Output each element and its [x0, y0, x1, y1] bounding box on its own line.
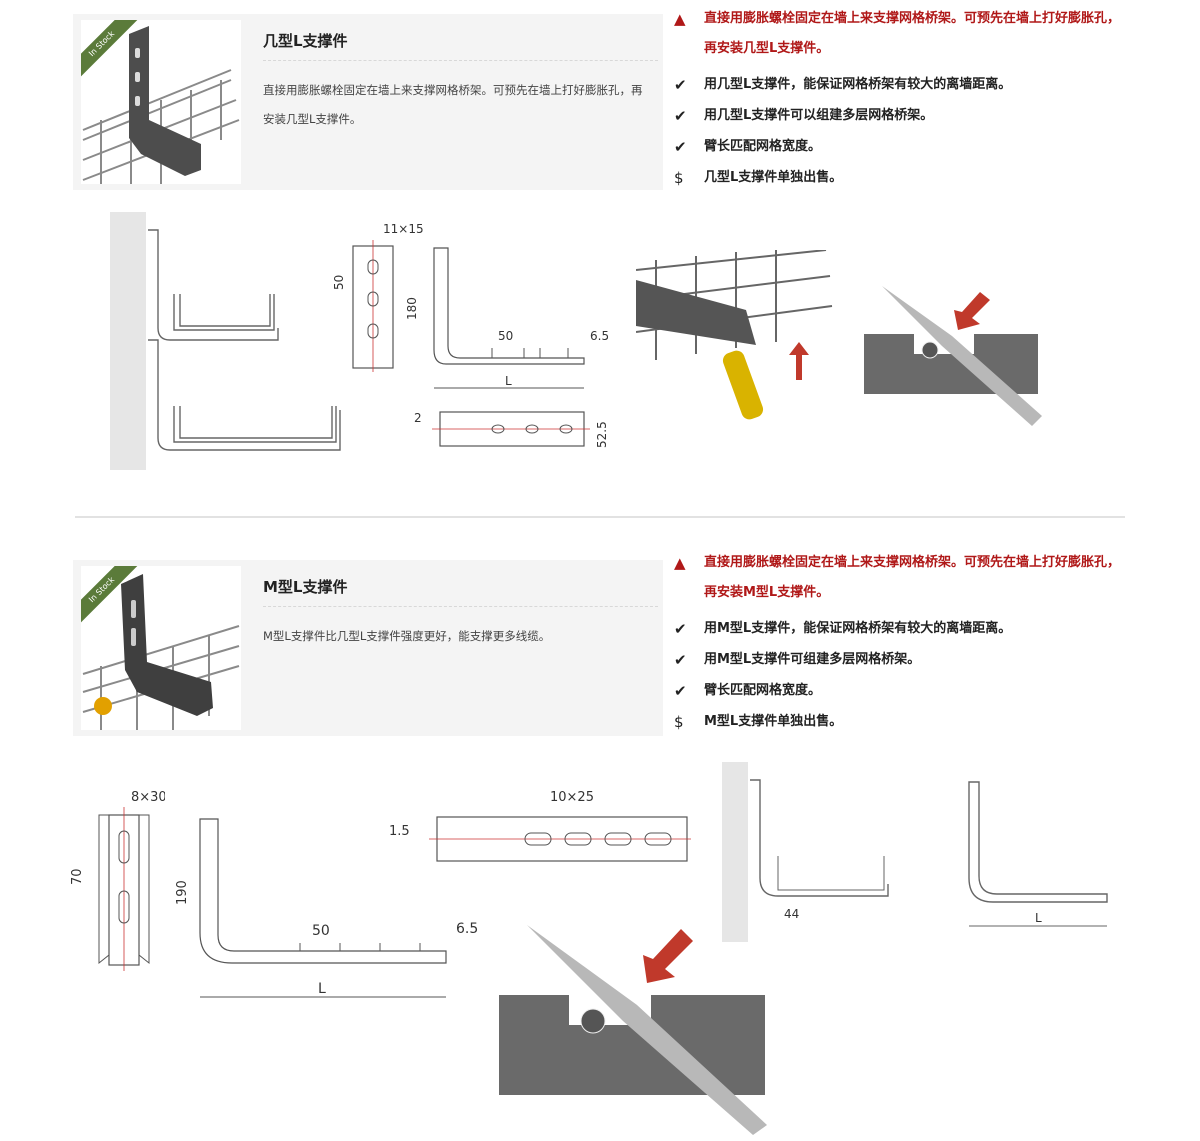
product-description: M型L支撑件比几型L支撑件强度更好，能支撑更多线缆。 [263, 629, 551, 643]
dim-seg-label: 50 [498, 329, 513, 343]
feature-item: $ M型L支撑件单独出售。 [674, 713, 843, 731]
product-photo[interactable]: In Stock [81, 566, 241, 730]
side-view-drawing: 190 50 6.5 L [175, 818, 478, 998]
warning-icon: ▲ [674, 10, 686, 28]
check-icon: ✔ [674, 76, 687, 94]
dim-end-label: 6.5 [590, 329, 609, 343]
title-divider [263, 606, 658, 607]
feature-item: $ 几型L支撑件单独出售。 [674, 169, 843, 187]
dim-pitch-label: 70 [70, 868, 85, 885]
bolt-insert-illustration [864, 286, 1042, 426]
title-divider [263, 60, 658, 61]
feature-item: ✔ 用几型L支撑件可以组建多层网格桥架。 [674, 107, 934, 125]
dim-length-label: L [318, 981, 326, 997]
dim-height-label: 180 [405, 297, 419, 320]
top-view-drawing: 10×25 1.5 [389, 790, 691, 862]
dim-thick-label: 1.5 [389, 824, 410, 839]
warning-icon: ▲ [674, 554, 686, 572]
side-view-drawing: 180 50 6.5 L [405, 247, 609, 389]
feature-item: ✔ 用几型L支撑件，能保证网格桥架有较大的离墙距离。 [674, 76, 1012, 94]
check-icon: ✔ [674, 107, 687, 125]
product-description: 直接用膨胀螺栓固定在墙上来支撑网格桥架。可预先在墙上打好膨胀孔，再安装几型L支撑… [263, 83, 643, 126]
dollar-icon: $ [674, 713, 684, 731]
product-card: In Stock 几型L支撑件 直接用膨胀螺栓固定在墙上来支撑网格桥架。可预先在… [73, 14, 663, 190]
arrow-up-icon [789, 342, 809, 380]
dim-height-label: 190 [175, 880, 190, 905]
feature-item: ✔ 臂长匹配网格宽度。 [674, 682, 822, 700]
check-icon: ✔ [674, 682, 687, 700]
product-title: M型L支撑件 [263, 578, 348, 596]
dim-end-label: 6.5 [456, 921, 478, 937]
feature-item: ▲ 直接用膨胀螺栓固定在墙上来支撑网格桥架。可预先在墙上打好膨胀孔，再安装M型L… [672, 548, 1132, 608]
dim-pitch-label: 50 [332, 275, 346, 290]
dim-width-label: 52.5 [595, 421, 609, 448]
product-photo[interactable]: In Stock [81, 20, 241, 184]
dim-slot-label: 11×15 [383, 222, 424, 236]
plain-side-drawing: L [968, 781, 1108, 927]
feature-item: ✔ 用M型L支撑件可组建多层网格桥架。 [674, 651, 921, 669]
check-icon: ✔ [674, 138, 687, 156]
front-view-drawing: 11×15 50 [332, 222, 424, 372]
feature-item: ▲ 直接用膨胀螺栓固定在墙上来支撑网格桥架。可预先在墙上打好膨胀孔，再安装几型L… [672, 4, 1132, 64]
section-divider [75, 516, 1125, 518]
dim-slot2-label: 10×25 [550, 790, 594, 805]
arrow-down-left-icon [954, 292, 990, 330]
check-icon: ✔ [674, 651, 687, 669]
dim-offset-label: 44 [784, 907, 799, 921]
bolt-insert-illustration [499, 925, 767, 1135]
dollar-icon: $ [674, 169, 684, 187]
feature-item: ✔ 用M型L支撑件，能保证网格桥架有较大的离墙距离。 [674, 620, 1012, 638]
dim-length2-label: L [1035, 911, 1042, 925]
dim-length-label: L [505, 374, 512, 388]
feature-list: ▲ 直接用膨胀螺栓固定在墙上来支撑网格桥架。可预先在墙上打好膨胀孔，再安装几型L… [672, 4, 1132, 199]
check-icon: ✔ [674, 620, 687, 638]
dim-seg-label: 50 [312, 923, 330, 939]
arrow-down-left-icon [643, 929, 693, 983]
tray-mount-illustration [636, 250, 833, 420]
feature-list: ▲ 直接用膨胀螺栓固定在墙上来支撑网格桥架。可预先在墙上打好膨胀孔，再安装M型L… [672, 548, 1132, 743]
front-view-drawing: 8×30 70 [70, 790, 165, 971]
top-view-drawing: 2 52.5 [414, 411, 609, 448]
installation-diagram [110, 212, 341, 470]
product-title: 几型L支撑件 [263, 32, 348, 50]
dim-slot-label: 8×30 [131, 790, 165, 805]
dim-thick-label: 2 [414, 411, 422, 425]
feature-item: ✔ 臂长匹配网格宽度。 [674, 138, 822, 156]
installation-diagram: 44 [722, 762, 889, 942]
product-card: In Stock M型L支撑件 M型L支撑件比几型L支撑件强度更好，能支撑更多线… [73, 560, 663, 736]
